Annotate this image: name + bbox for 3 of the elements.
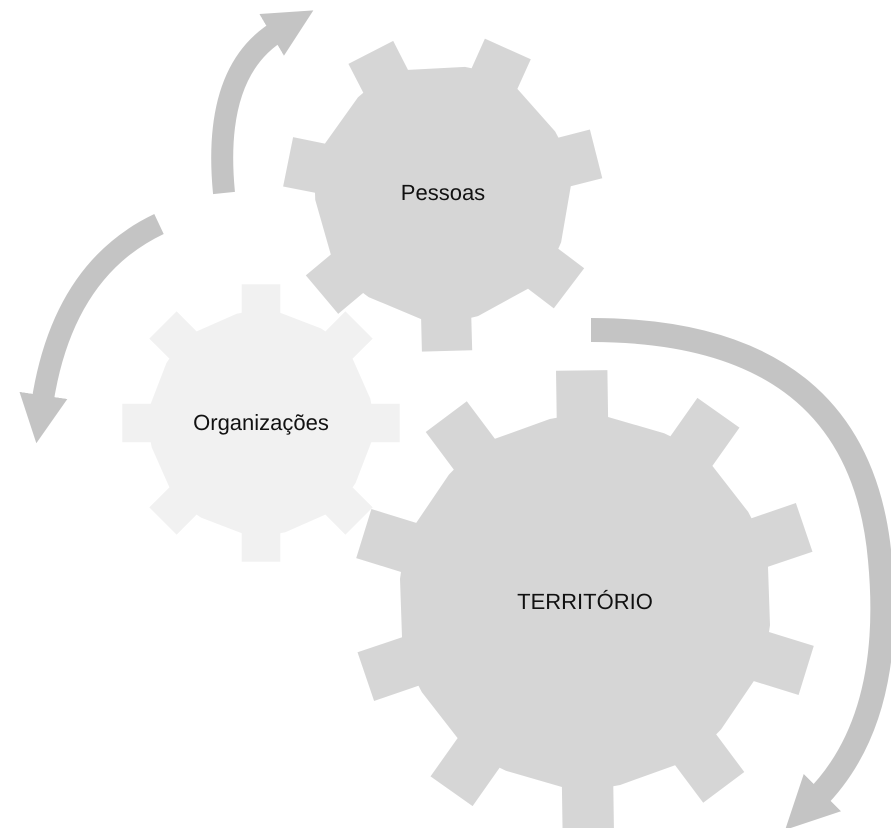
gear-label: Pessoas (400, 180, 486, 206)
gear-label: TERRITÓRIO (517, 589, 653, 615)
gear-label: Organizações (193, 410, 329, 436)
